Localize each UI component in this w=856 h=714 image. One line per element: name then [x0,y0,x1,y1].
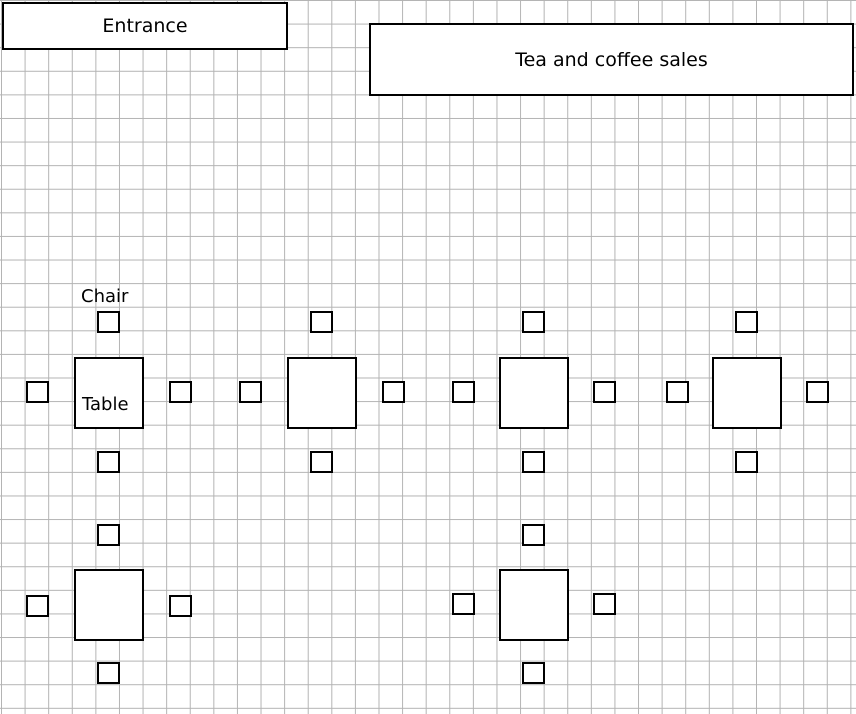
chair-5-bottom [97,662,120,684]
table-5 [74,569,144,641]
table-1 [74,357,144,429]
sales-label: Tea and coffee sales [515,48,708,71]
chair-2-left [239,381,262,403]
table-label: Table [82,394,129,415]
chair-3-bottom [522,451,545,473]
chair-2-right [382,381,405,403]
chair-1-right [169,381,192,403]
table-2 [287,357,357,429]
chair-2-top [310,311,333,333]
table-3 [499,357,569,429]
tea-coffee-sales-box: Tea and coffee sales [369,23,854,96]
entrance-box: Entrance [2,2,288,50]
chair-6-top [522,524,545,546]
chair-5-right [169,595,192,617]
chair-4-right [806,381,829,403]
chair-label: Chair [81,286,129,307]
chair-6-bottom [522,662,545,684]
chair-1-bottom [97,451,120,473]
table-4 [712,357,782,429]
chair-3-left [452,381,475,403]
chair-6-right [593,593,616,615]
chair-4-left [666,381,689,403]
chair-1-top [97,311,120,333]
chair-4-top [735,311,758,333]
table-6 [499,569,569,641]
chair-1-left [26,381,49,403]
chair-4-bottom [735,451,758,473]
chair-5-top [97,524,120,546]
chair-5-left [26,595,49,617]
chair-3-top [522,311,545,333]
chair-6-left [452,593,475,615]
entrance-label: Entrance [102,15,188,37]
chair-2-bottom [310,451,333,473]
chair-3-right [593,381,616,403]
